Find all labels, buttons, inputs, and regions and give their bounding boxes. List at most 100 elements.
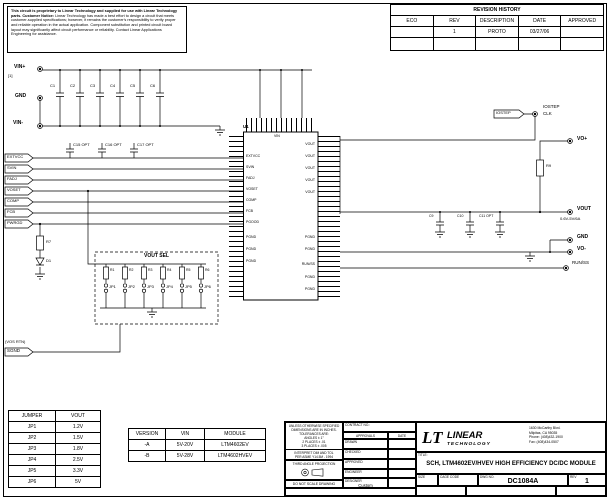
approval-row-approved: APPROVED	[343, 459, 388, 469]
approval-row-drawn: DRAWN	[343, 439, 388, 449]
column-header: JUMPER	[8, 410, 56, 422]
table-cell: JP6	[8, 476, 56, 488]
column-header: ECO	[390, 15, 434, 27]
module-ref: U1	[243, 124, 249, 129]
table-cell: LTM4602EV	[204, 439, 266, 451]
designer-value: Custom	[358, 483, 373, 488]
module-pin: PGND	[246, 259, 257, 263]
address-line: Phone: (408)432-1900	[529, 435, 563, 440]
net-label-sgnd: SGND	[7, 348, 21, 353]
table-cell: JP3	[8, 443, 56, 455]
cage-code-cell: CAGE CODE	[438, 474, 478, 486]
cap-ref: C4	[110, 83, 116, 88]
table-cell: JP1	[8, 421, 56, 433]
approval-date-cell	[388, 439, 416, 449]
approval-date-cell	[388, 468, 416, 478]
proprietary-notice: This circuit is proprietary to Linear Te…	[7, 6, 187, 53]
title-label: TITLE:	[418, 453, 428, 457]
resistor-ref: R4	[167, 268, 172, 272]
logo-name-top: LINEAR	[447, 430, 483, 441]
cap-ref: C9	[429, 214, 434, 218]
address-line: Fax: (408)434-0507	[529, 439, 559, 444]
module-pin: VOUT	[305, 178, 315, 182]
revision-cell	[475, 37, 519, 51]
jumper-ref: JP1	[109, 284, 116, 289]
table-cell: JP4	[8, 454, 56, 466]
scale-cell: SCALE: NONE	[416, 486, 466, 496]
approvals-date-header: DATE	[388, 432, 416, 439]
module-pin: PGOOD	[246, 220, 260, 224]
logo-name-bottom: TECHNOLOGY	[447, 441, 491, 447]
approval-date-cell	[388, 449, 416, 459]
note-line: INTERPRET DIM AND TOL	[294, 451, 334, 455]
net-label-pwrgd: PWRGD	[7, 220, 23, 225]
note-line: PER ASME Y14.5M - 1994	[294, 455, 334, 459]
module-pins-top	[246, 118, 316, 132]
table-cell: 5V	[55, 476, 101, 488]
table-cell: 3.3V	[55, 465, 101, 477]
approval-row-designer: DESIGNER Custom	[343, 478, 388, 488]
approval-row-label: CHECKED	[345, 450, 361, 454]
resistor-ref: R1	[110, 268, 115, 272]
note-line: TOLERANCES ARE:	[299, 432, 329, 436]
module-pins-left	[229, 136, 243, 297]
module-pin: VOUT	[305, 166, 315, 170]
customer-notice-label: Customer Notice:	[22, 13, 55, 18]
title-block: UNLESS OTHERWISE SPECIFIED DIMENSIONS AR…	[284, 421, 607, 497]
module-pin: EXTVCC	[246, 154, 261, 158]
approval-row-label: APPROVED	[345, 460, 363, 464]
do-not-scale-label: DO NOT SCALE DRAWING	[285, 480, 343, 488]
terminal-label-iostep: IOSTEP	[543, 104, 560, 109]
approval-row-label: DESIGNER	[345, 479, 362, 483]
approvals-header: APPROVALS	[343, 432, 388, 439]
module-pin: PGND	[304, 235, 315, 239]
resistor-ref: R6	[205, 268, 210, 272]
note-line: 2 PLACES ± .01	[302, 440, 326, 444]
column-header: APPROVED	[560, 15, 604, 27]
address-line: Milpitas, CA 95035	[529, 430, 558, 435]
vos-rtn-label: (VOS RTN)	[5, 339, 26, 344]
cap-ref: C10	[457, 214, 464, 218]
print-date: Monday, October 23, 2006	[285, 488, 416, 496]
module-pin: COMP	[246, 198, 257, 202]
input-rails	[39, 69, 312, 136]
jumper-ref: JP4	[166, 284, 173, 289]
resistor-ref: R5	[186, 268, 191, 272]
note-line: DIMENSIONS ARE IN INCHES.	[291, 428, 337, 432]
dwg-no-cell: DWG NO. DC1084A	[478, 474, 568, 486]
terminal-label-vin-plus: VIN+	[14, 64, 26, 70]
revision-cell: 1	[432, 26, 477, 38]
sheet-cell: SHEET 1 OF 1	[556, 486, 606, 496]
net-label-fcb: FCB	[7, 209, 15, 214]
module-pin: PGND	[304, 275, 315, 279]
version-table: VERSION VIN MODULE -A 5V-20V LTM4602EV -…	[128, 428, 266, 462]
drawing-title: SCH, LTM4602EV/HVEV HIGH EFFICIENCY DC/D…	[426, 461, 596, 467]
vout-wiring	[340, 210, 568, 238]
table-cell: LTM4602HVEV	[204, 450, 266, 462]
dwg-no-value: DC1084A	[507, 478, 539, 485]
column-header: DESCRIPTION	[475, 15, 519, 27]
terminal-label-gnd-out: GND	[577, 234, 589, 240]
vo-plus-wiring	[536, 140, 568, 212]
table-cell: 5V-20V	[165, 439, 205, 451]
net-label-svin: SVIN	[7, 165, 17, 170]
module-pin: VOUT	[305, 154, 315, 158]
module-pins-right	[318, 136, 340, 297]
table-cell: 5V-28V	[165, 450, 205, 462]
revision-cell	[517, 37, 562, 51]
cap-ref: C15 OPT	[73, 142, 90, 147]
approval-row-label: DRAWN	[345, 440, 357, 444]
terminal-label-vo-plus: VO+	[577, 136, 588, 142]
terminal-label-gnd-in: GND	[15, 93, 27, 99]
cap-ref: C5	[130, 83, 136, 88]
vout-rating-label: 0.6V-5V/6A	[560, 216, 581, 221]
net-label-iostep: IOSTEP	[496, 110, 511, 115]
table-cell: JP2	[8, 432, 56, 444]
contract-no-label: CONTRACT NO.:	[345, 423, 371, 427]
vout-sel-network	[86, 189, 219, 325]
notice-sentence-1: This circuit is proprietary to Linear Te…	[11, 9, 178, 18]
module-pin: VOSET	[246, 187, 258, 191]
revision-cell	[390, 37, 434, 51]
module-pin: VOUT	[305, 142, 315, 146]
